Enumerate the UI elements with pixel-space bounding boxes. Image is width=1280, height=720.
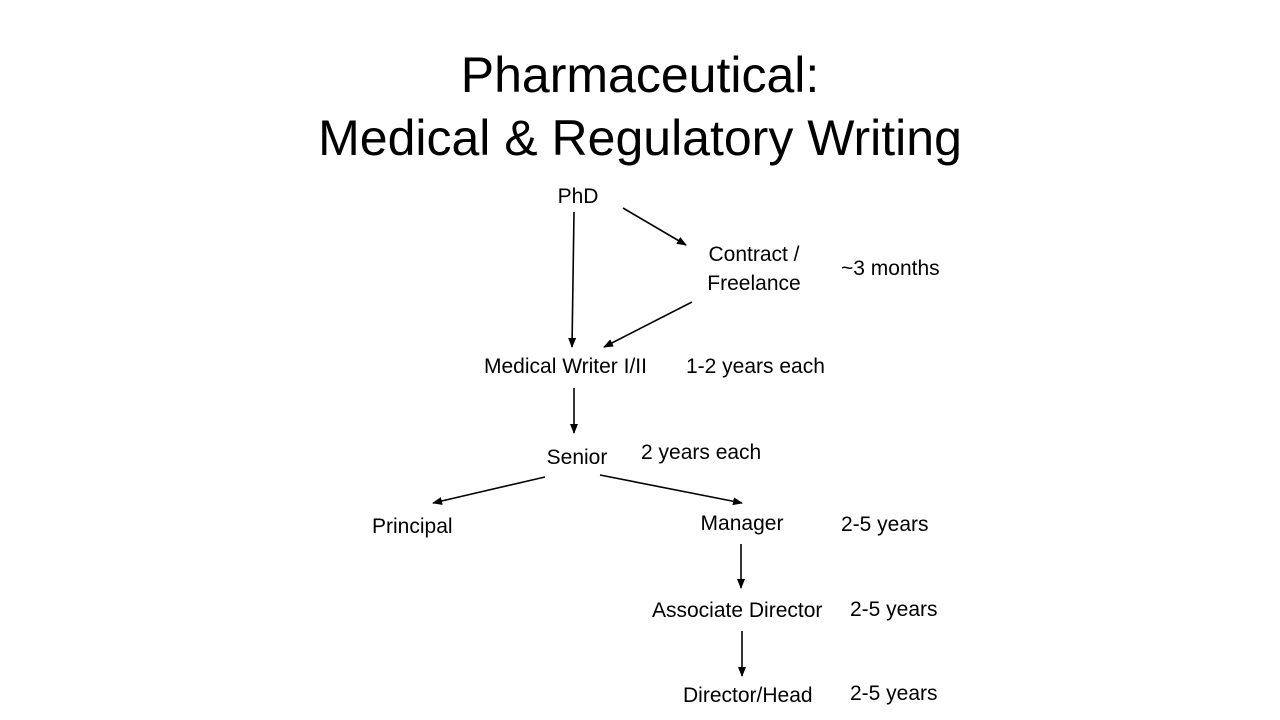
arrow-phd-to-medical-writer <box>568 211 577 348</box>
arrow-senior-to-principal <box>432 476 546 505</box>
node-phd: PhD <box>557 185 599 208</box>
duration-medical-writer: 1-2 years each <box>686 355 825 378</box>
arrow-senior-to-manager <box>599 474 743 506</box>
node-associate-director: Associate Director <box>652 599 823 622</box>
duration-manager: 2-5 years <box>841 513 929 536</box>
duration-director-head: 2-5 years <box>850 682 938 705</box>
node-contract-line-2: Freelance <box>707 272 801 295</box>
slide-title-line-2: Medical & Regulatory Writing <box>318 110 962 166</box>
node-contract-line-1: Contract / <box>708 243 800 266</box>
arrow-phd-to-contract <box>622 207 687 246</box>
node-principal: Principal <box>372 515 453 538</box>
slide-title-line-1: Pharmaceutical: <box>460 47 820 103</box>
node-senior: Senior <box>546 446 608 469</box>
node-manager: Manager <box>700 512 784 535</box>
node-medical-writer: Medical Writer I/II <box>484 355 647 378</box>
duration-associate-director: 2-5 years <box>850 598 938 621</box>
duration-senior: 2 years each <box>641 441 762 464</box>
duration-contract: ~3 months <box>841 257 940 280</box>
node-director-head: Director/Head <box>683 684 813 707</box>
arrow-contract-to-medical-writer <box>603 301 693 348</box>
